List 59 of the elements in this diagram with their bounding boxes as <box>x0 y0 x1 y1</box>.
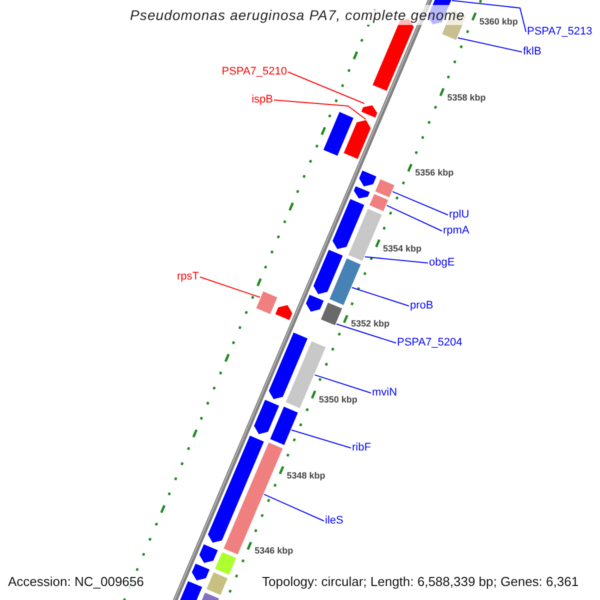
leader-line <box>451 0 526 32</box>
gene-feature <box>207 434 265 544</box>
gene-label: PSPA7_5213 <box>527 26 592 38</box>
gene-block <box>320 302 344 326</box>
gene-block <box>328 257 362 306</box>
leader-line <box>290 429 352 448</box>
gene-label: ribF <box>352 442 371 454</box>
scale-label: 5358 kbp <box>447 93 486 102</box>
gene-block <box>205 571 229 596</box>
gene-label: rpsT <box>177 272 199 282</box>
scale-label: 5356 kbp <box>415 168 454 178</box>
leader-line <box>386 204 442 232</box>
gene-label: PSPA7_5210 <box>222 66 287 78</box>
info-text: Accession: NC_009656 <box>8 574 144 589</box>
gene-feature <box>342 119 372 160</box>
scale-label: 5348 kbp <box>286 471 326 480</box>
gene-feature <box>360 104 378 119</box>
gene-label: rpmA <box>443 226 470 236</box>
leader-line <box>200 276 261 298</box>
gene-feature <box>274 304 294 322</box>
gene-label: rplU <box>449 210 470 220</box>
leader-line <box>314 374 372 394</box>
leader-line <box>392 190 448 216</box>
gene-block <box>347 208 383 262</box>
leader-line <box>288 72 365 104</box>
gene-block <box>255 290 278 316</box>
gene-label: fklB <box>523 46 542 58</box>
gene-feature <box>190 562 211 582</box>
gene-feature <box>332 198 366 250</box>
gene-label: ileS <box>325 516 344 526</box>
gene-feature <box>198 543 219 564</box>
scale-label: 5354 kbp <box>383 244 422 254</box>
gene-block <box>368 192 390 212</box>
gene-feature <box>312 248 344 296</box>
gene-label: mviN <box>372 388 398 398</box>
leader-line <box>336 323 396 344</box>
scale-label: 5350 kbp <box>318 396 358 405</box>
leader-line <box>263 494 324 522</box>
leader-line <box>456 37 522 52</box>
gene-label: PSPA7_5204 <box>397 338 462 348</box>
scale-label: 5360 kbp <box>479 18 518 27</box>
gene-feature <box>305 294 325 313</box>
gene-label: obgE <box>429 258 455 268</box>
gene-block <box>322 110 355 157</box>
gene-label: ispB <box>252 94 273 106</box>
leader-line <box>351 286 410 306</box>
leader-line <box>364 256 428 264</box>
gene-feature <box>268 331 309 400</box>
leader-line <box>274 100 367 120</box>
gene-block <box>214 551 238 576</box>
gene-block <box>269 406 299 446</box>
scale-label: 5352 kbp <box>350 320 390 329</box>
info-text: Topology: circular; Length: 6,588,339 bp; Genes: 6,361 <box>262 574 579 589</box>
gene-block <box>374 178 396 198</box>
scale-label: 5346 kbp <box>254 546 294 556</box>
gene-feature <box>358 169 378 188</box>
gene-label: proB <box>410 300 434 312</box>
gene-feature <box>253 398 280 436</box>
gene-feature <box>352 185 371 200</box>
